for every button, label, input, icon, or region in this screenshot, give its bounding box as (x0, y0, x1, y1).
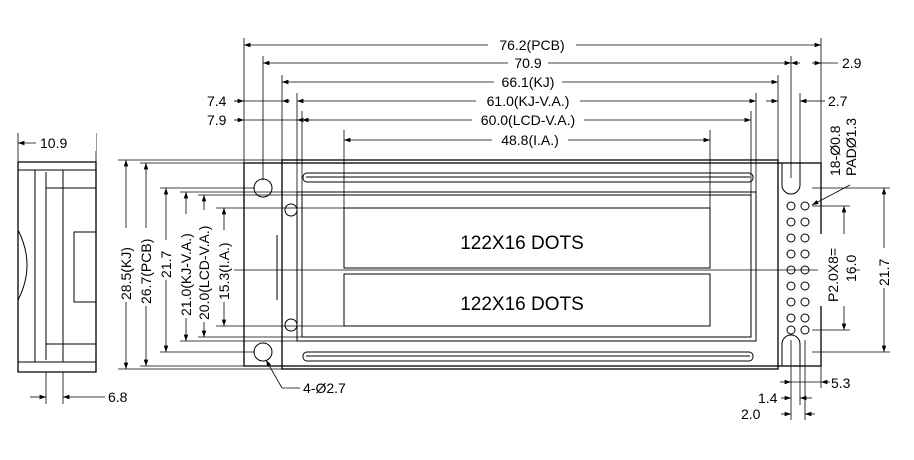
dim-pin-holes: 18-Ø0.8 (827, 125, 843, 176)
side-view: 10.9 6.8 (17, 133, 128, 405)
dim-ia-height: 15.3(I.A.) (216, 242, 232, 300)
dim-left-7-4: 7.4 (207, 93, 227, 109)
dim-mount-holes: 4-Ø2.7 (303, 380, 346, 396)
dim-pin-span: 16.0 (843, 255, 859, 282)
display-row-1 (343, 207, 711, 269)
dim-pin-5-3: 5.3 (831, 375, 851, 391)
pcb-outline (243, 162, 822, 367)
dim-pad-size: PADØ1.3 (843, 118, 859, 176)
dim-height-21-7: 21.7 (158, 251, 174, 278)
mount-hole-top-left (253, 178, 273, 198)
mount-hole-bottom-left (253, 342, 273, 362)
dim-left-7-9: 7.9 (207, 112, 227, 128)
dim-right-2-7: 2.7 (828, 93, 848, 109)
side-bezel-curve (17, 229, 28, 301)
dim-lcd-va-height: 20.0(LCD-V.A.) (196, 226, 212, 320)
dim-ia-width: 48.8(I.A.) (501, 132, 559, 148)
dim-kj-va-height: 21.0(KJ-V.A.) (178, 233, 194, 316)
small-hole-bottom (284, 318, 298, 332)
left-dimensions: 28.5(KJ) 26.7(PCB) 21.7 21.0(KJ-V.A.) 20… (117, 159, 344, 370)
display-row-1-label: 122X16 DOTS (460, 233, 584, 254)
dim-kj-height: 28.5(KJ) (118, 247, 134, 300)
bottom-dimensions: 4-Ø2.7 5.3 1.4 2.0 (265, 340, 851, 422)
pin-slot-top (781, 163, 801, 195)
front-view: 122X16 DOTS 122X16 DOTS (243, 159, 822, 370)
bottom-slot (302, 351, 754, 362)
dim-pin-1-4: 1.4 (758, 390, 778, 406)
pin-header (786, 201, 810, 335)
dim-right-height-21-7: 21.7 (876, 259, 892, 286)
view-area (296, 191, 757, 342)
dim-side-thickness: 10.9 (40, 135, 67, 151)
small-hole-top (284, 203, 298, 217)
dim-pin-pitch: P2.0X8= (825, 248, 841, 302)
dim-right-2-9: 2.9 (842, 55, 862, 71)
bezel-outline (281, 159, 779, 370)
right-dimensions: P2.0X8= 16.0 21.7 (234, 187, 893, 353)
top-dimensions: 76.2(PCB) 70.9 66.1(KJ) 61.0(KJ-V.A.) 60… (207, 36, 862, 208)
dim-side-6-8: 6.8 (108, 389, 128, 405)
display-row-2-label: 122X16 DOTS (460, 294, 584, 315)
dim-lcd-va-width: 60.0(LCD-V.A.) (481, 112, 575, 128)
side-outline (17, 161, 97, 373)
dim-kj-width: 66.1(KJ) (502, 74, 555, 90)
pin-slot-bottom (781, 334, 801, 366)
dim-kj-va-width: 61.0(KJ-V.A.) (487, 93, 570, 109)
dim-pcb-height: 26.7(PCB) (138, 239, 154, 304)
top-slot (302, 172, 754, 183)
dim-pin-2-0: 2.0 (741, 406, 761, 422)
display-row-2 (343, 273, 711, 327)
dim-pcb-width: 76.2(PCB) (499, 37, 564, 53)
dim-width-70-9: 70.9 (514, 55, 541, 71)
